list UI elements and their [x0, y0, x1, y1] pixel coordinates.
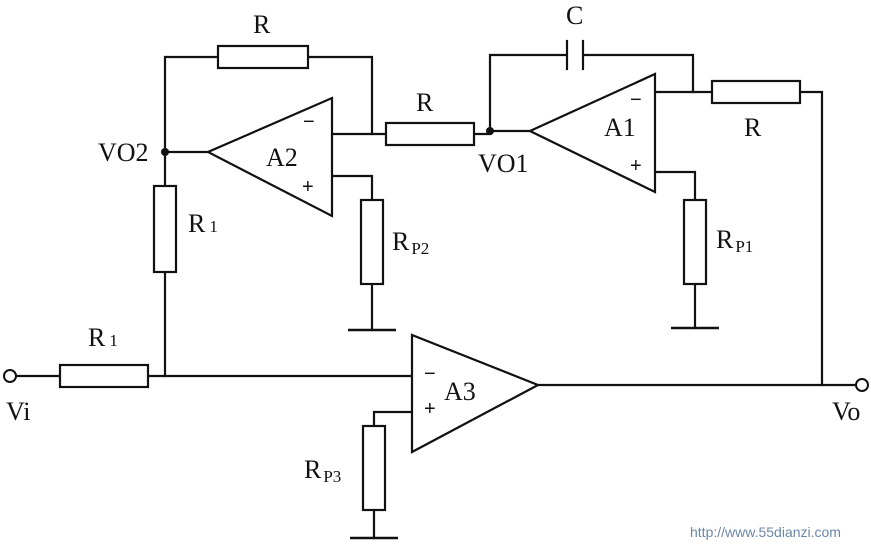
opamp-a3-minus-sign: − — [424, 363, 436, 385]
terminal-vi — [3, 369, 17, 383]
label-rp1-sub: P1 — [735, 237, 753, 256]
label-rp2-main: R — [392, 227, 410, 256]
wire-a2-plus-to-rp2 — [330, 174, 374, 202]
opamp-a3-body — [410, 333, 541, 454]
wire-a2-feedback-right — [306, 55, 374, 136]
label-r-series: R — [416, 88, 434, 117]
wire-a1-plus-to-rp1 — [653, 170, 697, 202]
grounds — [348, 326, 719, 540]
label-vo: Vo — [832, 397, 860, 426]
label-r1-input-sub: 1 — [109, 331, 118, 350]
opamp-a1-minus-sign: − — [630, 89, 642, 111]
label-vo2: VO2 — [98, 138, 149, 167]
node-vo1 — [486, 127, 494, 135]
label-r-a1-feedback: R — [744, 113, 762, 142]
terminal-vo — [855, 378, 869, 392]
resistor-rp3 — [361, 424, 387, 512]
wire-a2-feedback — [163, 55, 220, 154]
label-vo1: VO1 — [478, 149, 529, 178]
opamp-a1-plus-sign: + — [630, 155, 642, 177]
opamp-a2-minus-sign: − — [303, 111, 315, 133]
label-rp1-main: R — [716, 225, 734, 254]
opamp-a2-body — [205, 96, 334, 218]
resistor-a2-feedback — [216, 44, 310, 70]
label-r1-vertical-main: R — [188, 209, 206, 238]
resistor-rp1 — [682, 198, 708, 286]
label-rp2-sub: P2 — [411, 239, 429, 258]
wire-r-to-vo — [798, 90, 824, 387]
opamp-a2-plus-sign: + — [302, 176, 314, 198]
resistor-a1-feedback — [710, 79, 802, 105]
opamp-a2-label: A2 — [266, 143, 298, 172]
opamp-a1-body — [527, 72, 657, 194]
capacitor-c — [565, 39, 585, 71]
label-rp3-main: R — [304, 455, 322, 484]
label-vi: Vi — [6, 397, 30, 426]
resistor-series — [384, 121, 476, 147]
opamp-a3: A3 − + — [410, 333, 541, 454]
opamp-a1: A1 − + — [527, 72, 657, 194]
wire-cap-right — [582, 53, 695, 94]
label-c: C — [566, 1, 583, 30]
nodes — [3, 127, 869, 392]
node-vo2 — [161, 148, 169, 156]
label-r1-input-main: R — [88, 323, 106, 352]
resistor-r1-input — [58, 363, 150, 389]
label-r-a2-feedback: R — [253, 10, 271, 39]
wire-a3-plus-to-rp3 — [372, 410, 414, 428]
opamp-a3-label: A3 — [444, 377, 476, 406]
resistor-r1-vertical — [152, 184, 178, 274]
wires — [14, 53, 858, 540]
resistors — [58, 44, 802, 512]
resistor-rp2 — [359, 198, 385, 286]
opamp-a2: A2 − + — [205, 96, 334, 218]
label-r1-vertical-sub: 1 — [209, 217, 218, 236]
opamp-a1-label: A1 — [604, 113, 636, 142]
wire-cap-left — [488, 53, 568, 133]
label-rp3-sub: P3 — [323, 467, 341, 486]
watermark: http://www.55dianzi.com — [690, 524, 841, 540]
opamp-a3-plus-sign: + — [424, 398, 436, 420]
